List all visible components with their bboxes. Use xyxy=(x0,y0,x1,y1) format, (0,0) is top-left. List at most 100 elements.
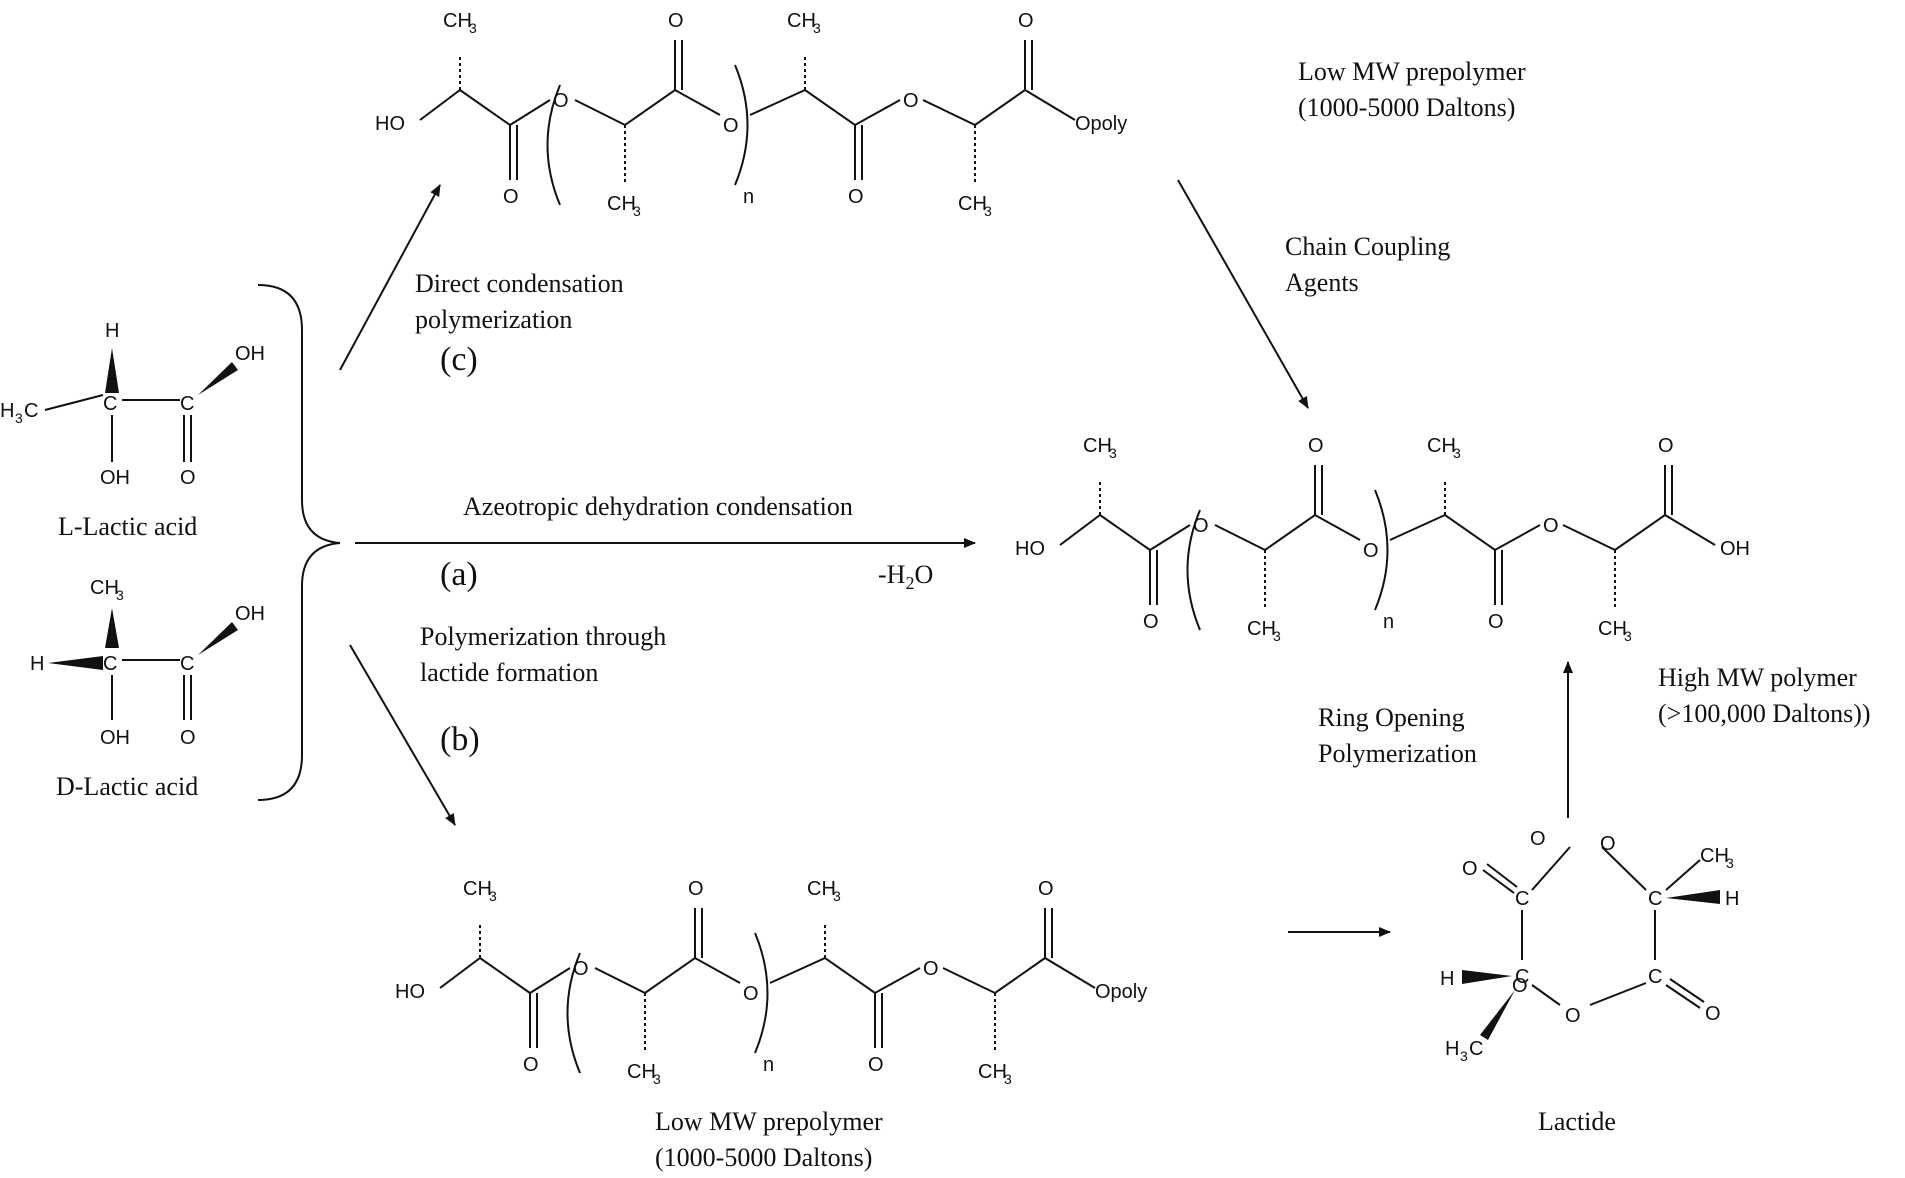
azeotropic-label: Azeotropic dehydration condensation xyxy=(463,492,853,521)
svg-text:CH: CH xyxy=(1427,435,1456,457)
top-prepolymer-label-line2: (1000-5000 Daltons) xyxy=(1298,93,1515,122)
svg-text:H: H xyxy=(30,653,44,675)
route-a-label: (a) xyxy=(440,556,478,593)
svg-text:CH: CH xyxy=(978,1061,1007,1083)
high-mw-label-line2: (>100,000 Daltons)) xyxy=(1658,699,1871,728)
arrow-chain-coupling xyxy=(1177,179,1309,409)
svg-text:O: O xyxy=(723,115,739,137)
svg-text:CH: CH xyxy=(1083,435,1112,457)
svg-text:OH: OH xyxy=(235,603,265,625)
svg-text:H: H xyxy=(1445,1038,1459,1060)
svg-text:C: C xyxy=(180,393,194,415)
svg-text:3: 3 xyxy=(1273,628,1281,644)
ring-opening-label-line2: Polymerization xyxy=(1318,739,1477,768)
svg-text:CH: CH xyxy=(627,1061,656,1083)
acids-brace xyxy=(257,284,341,801)
svg-text:O: O xyxy=(553,90,569,112)
lactide-label: Lactide xyxy=(1538,1107,1616,1136)
svg-text:3: 3 xyxy=(1460,1048,1468,1064)
svg-text:O: O xyxy=(1530,828,1546,850)
svg-text:C: C xyxy=(180,653,194,675)
ring-opening-label-line1: Ring Opening xyxy=(1318,703,1465,732)
svg-text:C: C xyxy=(103,393,117,415)
chain-coupling-label-line1: Chain Coupling xyxy=(1285,232,1450,261)
svg-text:3: 3 xyxy=(1004,1071,1012,1087)
svg-text:HO: HO xyxy=(395,981,425,1003)
svg-text:CH: CH xyxy=(463,878,492,900)
lactide-formation-label-line1: Polymerization through xyxy=(420,622,666,651)
svg-text:O: O xyxy=(1462,858,1478,880)
svg-text:O: O xyxy=(1705,1003,1721,1025)
svg-text:CH: CH xyxy=(787,10,816,32)
svg-text:O: O xyxy=(503,186,519,208)
lactide-formation-label-line2: lactide formation xyxy=(420,658,598,687)
arrow-route-c xyxy=(339,184,441,371)
svg-text:O: O xyxy=(923,958,939,980)
svg-text:3: 3 xyxy=(1453,445,1461,461)
svg-text:3: 3 xyxy=(984,203,992,219)
top-prepolymer-structure: HO CH3 O O CH3 O O n CH3 O O CH3 O Opoly xyxy=(375,10,1127,219)
route-c-label: (c) xyxy=(440,341,478,378)
svg-text:O: O xyxy=(868,1054,884,1076)
svg-text:CH: CH xyxy=(807,878,836,900)
direct-condensation-label-line2: polymerization xyxy=(415,305,572,334)
svg-text:OH: OH xyxy=(100,727,130,749)
chain-coupling-label-line2: Agents xyxy=(1285,268,1359,297)
svg-text:Opoly: Opoly xyxy=(1075,113,1127,135)
svg-text:C: C xyxy=(1648,966,1662,988)
d-lactic-acid-label: D-Lactic acid xyxy=(56,772,198,801)
svg-text:O: O xyxy=(1363,540,1379,562)
svg-text:O: O xyxy=(573,958,589,980)
svg-text:C: C xyxy=(1515,888,1529,910)
svg-text:CH: CH xyxy=(1247,618,1276,640)
svg-text:H: H xyxy=(1440,968,1454,990)
svg-text:OH: OH xyxy=(1720,538,1750,560)
high-mw-label-line1: High MW polymer xyxy=(1658,663,1857,692)
svg-text:3: 3 xyxy=(469,20,477,36)
svg-text:CH: CH xyxy=(1598,618,1627,640)
svg-text:O: O xyxy=(1600,833,1616,855)
svg-text:3: 3 xyxy=(1624,628,1632,644)
svg-text:H: H xyxy=(1725,888,1739,910)
svg-text:C: C xyxy=(1648,888,1662,910)
svg-text:O: O xyxy=(1038,878,1054,900)
svg-text:O: O xyxy=(1565,1005,1581,1027)
svg-text:OH: OH xyxy=(100,467,130,489)
svg-text:C: C xyxy=(1469,1038,1483,1060)
svg-text:OH: OH xyxy=(235,343,265,365)
svg-text:Opoly: Opoly xyxy=(1095,981,1147,1003)
svg-text:O: O xyxy=(743,983,759,1005)
d-lactic-acid-structure: CH3 H C OH C OH O xyxy=(30,577,265,749)
svg-text:HO: HO xyxy=(375,113,405,135)
svg-text:n: n xyxy=(743,186,754,208)
svg-text:O: O xyxy=(1512,975,1528,997)
svg-text:O: O xyxy=(1488,611,1504,633)
svg-text:3: 3 xyxy=(653,1071,661,1087)
svg-text:C: C xyxy=(1515,966,1529,988)
svg-text:O: O xyxy=(180,727,196,749)
arrow-route-b xyxy=(349,644,456,826)
svg-text:3: 3 xyxy=(1726,855,1734,871)
high-mw-polymer-structure: HO CH3 O O CH3 O O n CH3 O O CH3 O OH xyxy=(1015,435,1750,644)
bottom-prepolymer-structure: HO CH3 O O CH3 O O n CH3 O O CH3 O Opoly xyxy=(395,878,1147,1087)
svg-text:3: 3 xyxy=(633,203,641,219)
svg-text:H: H xyxy=(105,320,119,342)
svg-text:O: O xyxy=(1308,435,1324,457)
svg-text:C: C xyxy=(103,653,117,675)
svg-text:3: 3 xyxy=(116,587,124,603)
svg-text:O: O xyxy=(523,1054,539,1076)
svg-text:HO: HO xyxy=(1015,538,1045,560)
svg-text:n: n xyxy=(763,1054,774,1076)
svg-text:O: O xyxy=(668,10,684,32)
svg-text:CH: CH xyxy=(1700,845,1729,867)
svg-text:CH: CH xyxy=(443,10,472,32)
svg-text:O: O xyxy=(848,186,864,208)
bottom-prepolymer-label-line1: Low MW prepolymer xyxy=(655,1107,883,1136)
svg-text:CH: CH xyxy=(958,193,987,215)
direct-condensation-label-line1: Direct condensation xyxy=(415,269,624,298)
svg-text:n: n xyxy=(1383,611,1394,633)
bottom-prepolymer-label-line2: (1000-5000 Daltons) xyxy=(655,1143,872,1172)
svg-text:O: O xyxy=(1143,611,1159,633)
